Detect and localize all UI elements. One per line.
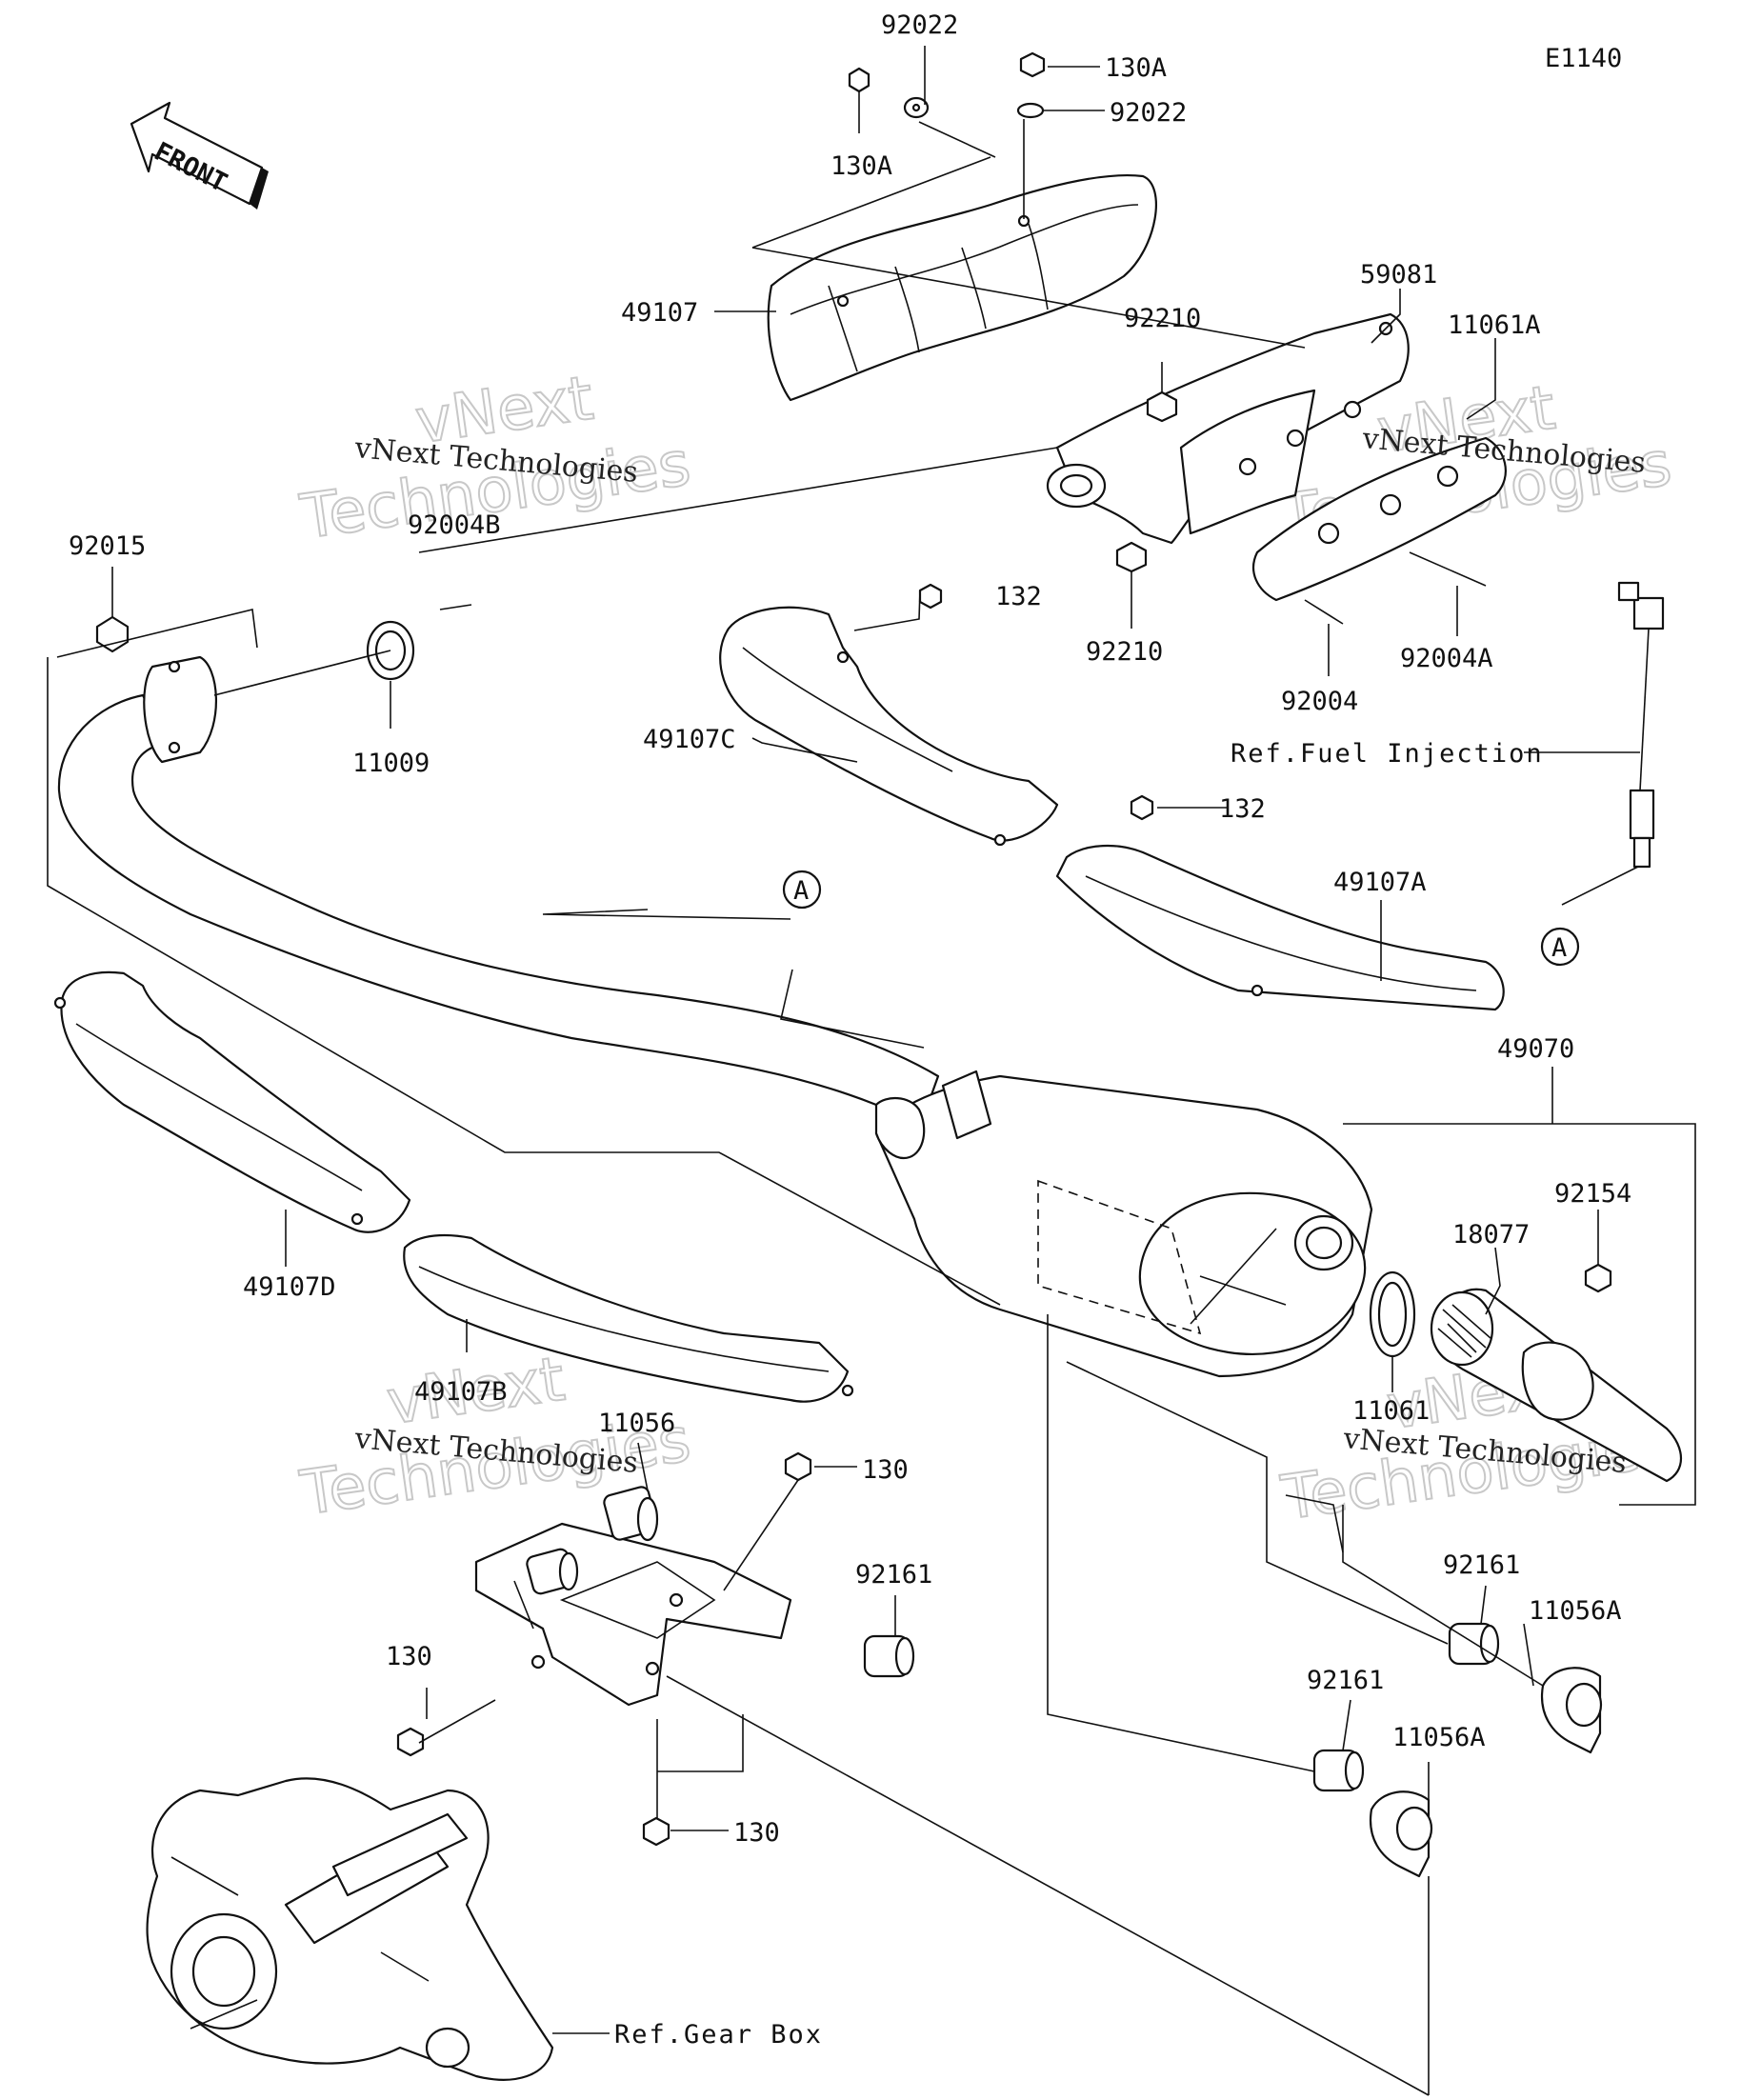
callout-92015: 92015 <box>69 531 146 561</box>
stud-92004 <box>1304 599 1344 625</box>
spark-arrester-18077 <box>1430 1288 1682 1483</box>
stud-92004A <box>1409 551 1487 587</box>
heat-cover-49107A <box>1055 845 1505 1011</box>
muffler-49070 <box>874 1070 1373 1378</box>
bolt-132-top <box>918 583 943 610</box>
bushing-11056-lower <box>526 1548 579 1595</box>
heat-cover-49107B <box>403 1233 854 1403</box>
oxygen-sensor <box>1617 581 1665 869</box>
callout-130-bot: 130 <box>733 1818 780 1848</box>
stud-92004B <box>439 604 472 610</box>
callout-49107D: 49107D <box>243 1272 336 1302</box>
callout-130-top: 130 <box>862 1455 909 1485</box>
muffler-bracket <box>474 1522 792 1707</box>
callout-92004B: 92004B <box>408 510 501 540</box>
bolt-130A-left <box>848 67 870 93</box>
callout-49107B: 49107B <box>414 1377 508 1407</box>
gear-box <box>146 1777 554 2081</box>
bolt-130-bot <box>642 1816 670 1847</box>
callout-92022-top: 92022 <box>881 10 958 40</box>
diagram-code: E1140 <box>1545 44 1622 73</box>
callout-130-left: 130 <box>386 1642 432 1671</box>
callout-11061: 11061 <box>1352 1396 1430 1426</box>
callout-92161-mid: 92161 <box>855 1560 932 1590</box>
callout-130A-left: 130A <box>830 151 892 181</box>
gasket-11061A <box>1252 436 1507 602</box>
bolt-130-left <box>396 1727 425 1757</box>
callout-49107: 49107 <box>621 298 698 328</box>
callout-92161-right: 92161 <box>1443 1550 1520 1580</box>
callout-130A-top: 130A <box>1105 53 1167 83</box>
callout-11056A-right: 11056A <box>1529 1596 1622 1626</box>
svg-text:A: A <box>1551 933 1567 963</box>
bushing-11056 <box>603 1486 659 1542</box>
callout-11056A-low: 11056A <box>1392 1723 1486 1752</box>
collar-92161-right <box>1448 1622 1500 1666</box>
callout-92161-low: 92161 <box>1307 1666 1384 1695</box>
callout-59081: 59081 <box>1360 260 1437 290</box>
callout-49107C: 49107C <box>643 725 736 754</box>
ref-gear-box: Ref.Gear Box <box>614 2020 823 2050</box>
bolt-132-mid <box>1130 794 1154 821</box>
callout-92210-top: 92210 <box>1124 304 1201 333</box>
callout-18077: 18077 <box>1452 1220 1530 1250</box>
bushing-11056A-low <box>1369 1790 1433 1878</box>
callout-92210-bot: 92210 <box>1086 637 1163 667</box>
callout-92004: 92004 <box>1281 687 1358 716</box>
callout-labels: 92022 130A 92022 130A 49107 59081 92210 … <box>69 10 1631 1848</box>
callout-92004A: 92004A <box>1400 644 1493 673</box>
callout-49107A: 49107A <box>1333 868 1427 897</box>
callout-132-top: 132 <box>995 582 1042 611</box>
leader-lines <box>47 46 1696 2096</box>
collar-92161-low <box>1312 1749 1365 1792</box>
svg-text:A: A <box>793 876 809 906</box>
bolt-130-top <box>784 1451 812 1482</box>
callout-92154: 92154 <box>1554 1179 1631 1209</box>
nut-92210-top <box>1146 390 1178 423</box>
heat-cover-49107D <box>53 970 411 1233</box>
callout-11009: 11009 <box>352 749 430 778</box>
callout-circle-A-mid: A <box>782 870 822 910</box>
collar-92161-mid <box>863 1634 915 1678</box>
washer-92022-right <box>1016 102 1045 119</box>
callout-11061A: 11061A <box>1448 310 1541 340</box>
ref-fuel-injection: Ref.Fuel Injection <box>1231 739 1544 769</box>
bolt-92154 <box>1584 1263 1612 1293</box>
callout-circle-A-right: A <box>1540 927 1580 967</box>
gasket-11061 <box>1369 1270 1416 1358</box>
bushing-11056A-right <box>1540 1667 1603 1754</box>
exhaust-manifold-59081 <box>1046 312 1410 545</box>
callout-132-mid: 132 <box>1219 794 1266 824</box>
nut-92210-bot <box>1115 541 1148 573</box>
washer-92022-left <box>903 96 930 119</box>
heat-cover-49107 <box>767 173 1157 402</box>
callout-11056: 11056 <box>598 1409 675 1438</box>
callout-49070: 49070 <box>1497 1034 1574 1064</box>
heat-cover-49107C <box>719 606 1059 847</box>
callout-92022-mid: 92022 <box>1110 98 1187 128</box>
front-direction-arrow: FRONT <box>130 101 269 210</box>
bolt-130A-top <box>1019 51 1046 78</box>
